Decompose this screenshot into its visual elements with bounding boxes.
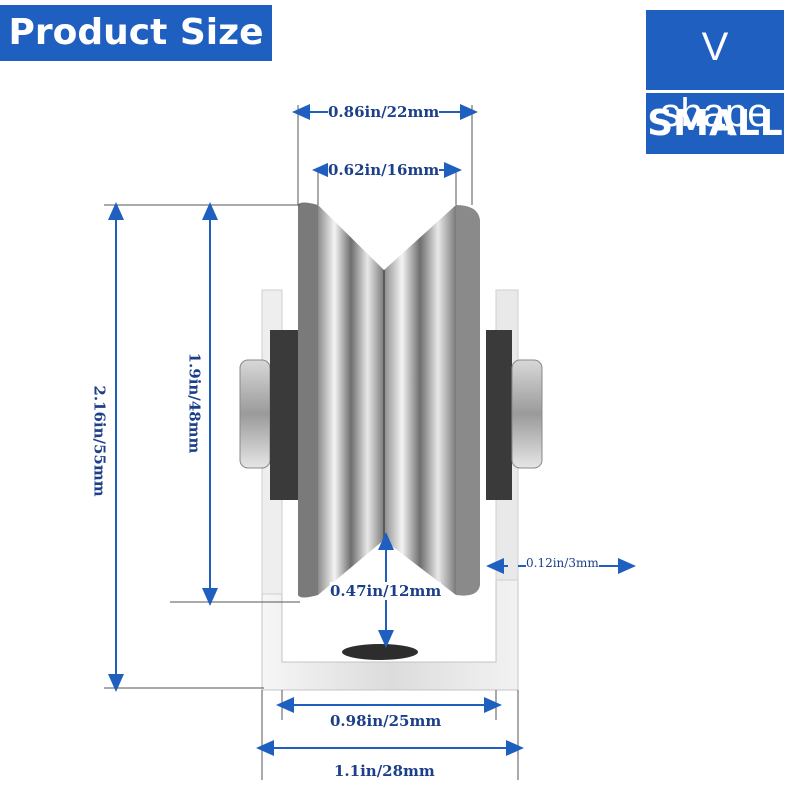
badge-divider <box>646 90 784 93</box>
v-groove-wheel <box>298 202 480 598</box>
groove-width-label: 0.62in/16mm <box>328 161 440 179</box>
right-bearing <box>486 330 543 500</box>
shape-label: V shape <box>660 25 770 135</box>
shape-badge: V shape SMALL <box>646 10 784 154</box>
size-label: SMALL <box>647 103 783 144</box>
groove-depth-label: 0.47in/12mm <box>330 582 442 600</box>
product-size-banner: Product Size <box>0 5 272 61</box>
mount-hole <box>342 644 418 660</box>
bracket-outer-width-label: 1.1in/28mm <box>334 762 435 780</box>
left-bearing <box>239 330 298 500</box>
bracket-thickness-label: 0.12in/3mm <box>526 556 599 570</box>
wheel-height-label: 1.9in/48mm <box>185 352 204 454</box>
total-height-label: 2.16in/55mm <box>90 385 109 497</box>
outer-width-label: 0.86in/22mm <box>328 103 440 121</box>
bracket-inner-width-label: 0.98in/25mm <box>330 712 442 730</box>
